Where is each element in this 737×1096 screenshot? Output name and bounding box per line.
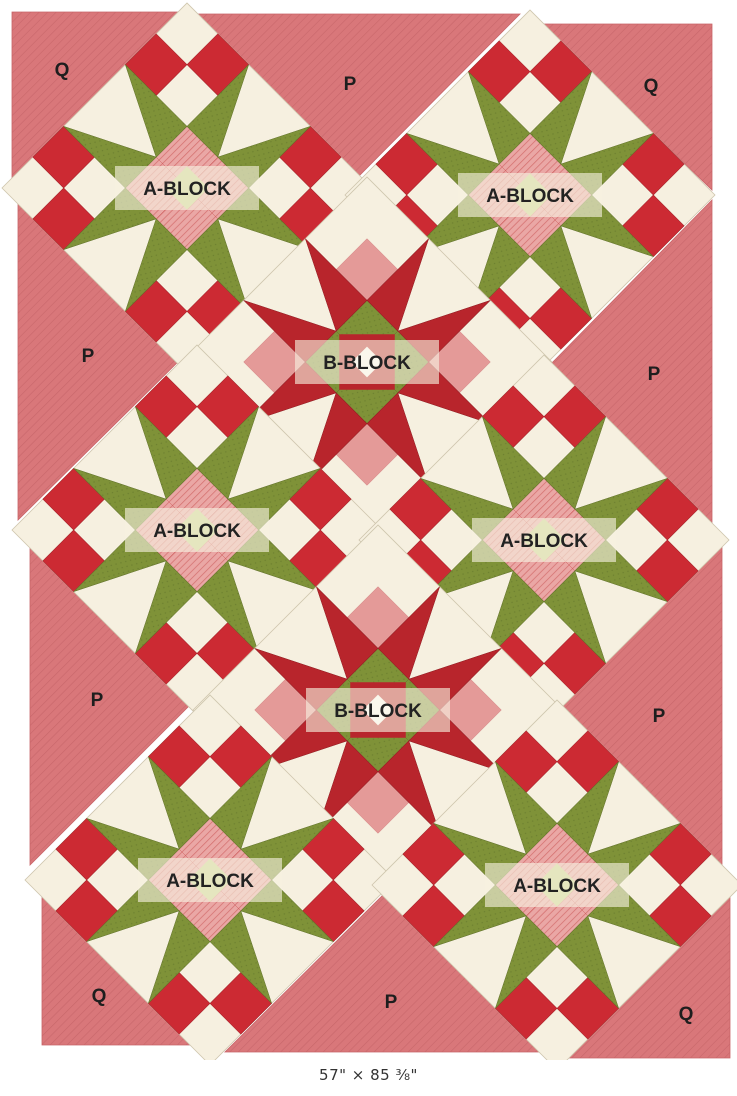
block-label-a6: A-BLOCK: [513, 876, 601, 897]
setting-label-p-right-upper: P: [648, 364, 661, 385]
block-label-b1: B-BLOCK: [323, 353, 411, 374]
setting-label-q-top-right: Q: [644, 76, 659, 97]
block-label-a2: A-BLOCK: [486, 186, 574, 207]
setting-label-p-bottom: P: [385, 992, 398, 1013]
block-label-a3: A-BLOCK: [153, 521, 241, 542]
setting-label-p-left-upper: P: [82, 346, 95, 367]
setting-label-q-bottom-right: Q: [679, 1004, 694, 1025]
block-label-b2: B-BLOCK: [334, 701, 422, 722]
setting-label-p-left-lower: P: [91, 690, 104, 711]
block-label-a5: A-BLOCK: [166, 871, 254, 892]
setting-label-p-right-lower: P: [653, 706, 666, 727]
finished-size-caption: 57" × 85 ⅜": [0, 1066, 737, 1084]
setting-label-p-top: P: [344, 74, 357, 95]
block-label-a1: A-BLOCK: [143, 179, 231, 200]
setting-label-q-bottom-left: Q: [92, 986, 107, 1007]
quilt-layout-diagram: A-BLOCK A-BLOCK B-BLOCK A-BLOCK A-BLOCK B-BLO…: [0, 0, 737, 1060]
setting-label-q-top-left: Q: [55, 60, 70, 81]
block-label-a4: A-BLOCK: [500, 531, 588, 552]
